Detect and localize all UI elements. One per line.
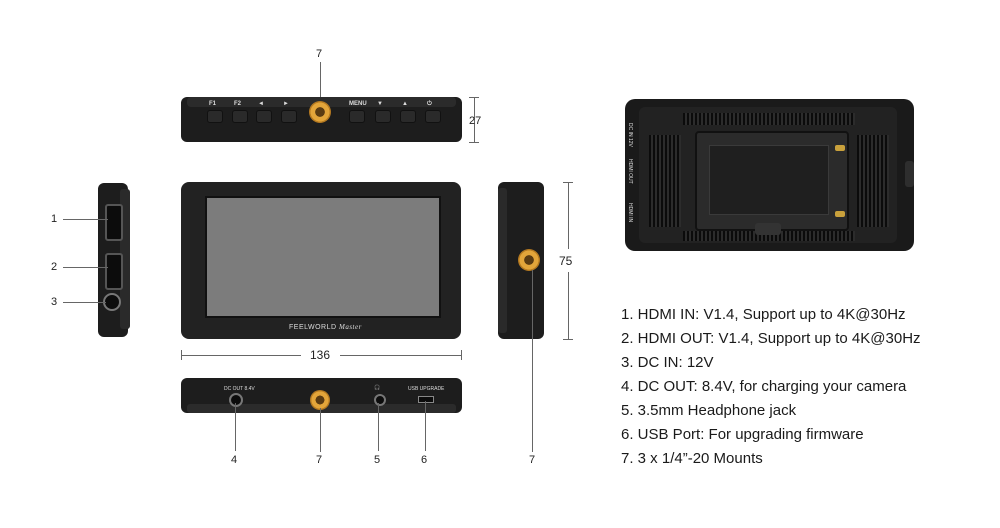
button-label-down: ▼ [377, 101, 383, 107]
battery-contact-top [835, 145, 845, 151]
bottom-vent [683, 231, 855, 241]
button-label-left: ◄ [258, 101, 264, 107]
spec-item: 3. DC IN: 12V [621, 354, 714, 371]
back-dc-in-label: DC IN 12V [627, 123, 633, 147]
top-button-strip: F1 F2 ◄ ► MENU ▼ ▲ ⏻ [201, 99, 449, 127]
spec-item: 6. USB Port: For upgrading firmware [621, 426, 864, 443]
spec-item: 5. 3.5mm Headphone jack [621, 402, 797, 419]
spec-item: 1. HDMI IN: V1.4, Support up to 4K@30Hz [621, 306, 906, 323]
leader-line [532, 270, 533, 452]
right-side-device [498, 182, 544, 339]
leader-line [425, 401, 426, 451]
leader-line [63, 219, 108, 220]
side-mount-hole [518, 249, 540, 271]
battery-plate [695, 131, 849, 231]
model-label: Master [339, 323, 362, 331]
leader-line [63, 267, 108, 268]
battery-contact-bottom [835, 211, 845, 217]
callout-hdmi-out: 2 [51, 261, 58, 273]
back-hdmi-out-label: HDMI OUT [627, 159, 633, 184]
depth-dimension: 75 [559, 254, 573, 268]
leader-line [378, 403, 379, 451]
button-label-menu: MENU [349, 101, 367, 107]
dim-line [340, 355, 461, 356]
screen-logo: FEELWORLD Master [289, 323, 362, 331]
hdmi-out-port [105, 253, 123, 290]
leader-line [320, 62, 321, 106]
top-mount-hole [309, 101, 331, 123]
f2-button[interactable] [232, 110, 248, 123]
menu-button[interactable] [349, 110, 365, 123]
spec-item: 2. HDMI OUT: V1.4, Support up to 4K@30Hz [621, 330, 921, 347]
screen [205, 196, 441, 318]
dim-tick [563, 339, 573, 340]
callout-dc-out: 4 [231, 454, 238, 466]
callout-hdmi-in: 1 [51, 213, 58, 225]
left-side-panel [120, 189, 130, 329]
leader-line [320, 408, 321, 452]
headphone-label: 🎧 [374, 385, 381, 391]
right-vent [857, 135, 889, 227]
hdmi-in-port [105, 204, 123, 241]
left-vent [649, 135, 681, 227]
dim-line [181, 355, 301, 356]
spec-item: 7. 3 x 1/4”-20 Mounts [621, 450, 763, 467]
callout-top-mount: 7 [316, 48, 323, 60]
callout-bottom-mount: 7 [316, 454, 323, 466]
dim-line [568, 182, 569, 249]
back-hdmi-in-label: HDMI IN [627, 203, 633, 223]
top-view-device: F1 F2 ◄ ► MENU ▼ ▲ ⏻ [181, 97, 462, 142]
side-knob[interactable] [905, 161, 914, 187]
front-view-device: FEELWORLD Master [181, 182, 461, 339]
leader-line [63, 302, 106, 303]
button-label-right: ► [283, 101, 289, 107]
down-button[interactable] [375, 110, 391, 123]
brand-label: FEELWORLD [289, 324, 337, 331]
headphone-jack [374, 394, 386, 406]
back-view-device: DC IN 12V HDMI OUT HDMI IN [625, 99, 914, 251]
right-side-panel [498, 188, 507, 333]
power-button[interactable] [425, 110, 441, 123]
battery-slot [709, 145, 829, 215]
usb-port [418, 396, 434, 403]
button-label-f1: F1 [209, 101, 217, 107]
height-dimension: 27 [469, 115, 482, 127]
usb-label: USB UPGRADE [408, 386, 445, 392]
spec-list: 1. HDMI IN: V1.4, Support up to 4K@30Hz … [621, 303, 921, 471]
button-label-power: ⏻ [427, 101, 432, 107]
callout-dc-in: 3 [51, 296, 58, 308]
leader-line [235, 403, 236, 451]
bottom-mount-hole [310, 390, 330, 410]
dc-out-label: DC OUT 8.4V [224, 386, 255, 392]
dim-tick [461, 350, 462, 360]
dim-line [474, 97, 475, 143]
callout-headphone: 5 [374, 454, 381, 466]
spec-item: 4. DC OUT: 8.4V, for charging your camer… [621, 378, 907, 395]
battery-release-latch[interactable] [755, 223, 781, 235]
top-vent [683, 113, 855, 125]
button-label-f2: F2 [234, 101, 242, 107]
dc-out-port [229, 393, 243, 407]
left-button[interactable] [256, 110, 272, 123]
left-side-device [98, 183, 130, 337]
right-button[interactable] [281, 110, 297, 123]
dim-line [568, 272, 569, 339]
callout-side-mount: 7 [529, 454, 536, 466]
callout-usb: 6 [421, 454, 428, 466]
bottom-view-device: DC OUT 8.4V 🎧 USB UPGRADE [181, 378, 462, 413]
button-label-up: ▲ [402, 101, 408, 107]
f1-button[interactable] [207, 110, 223, 123]
width-dimension: 136 [310, 348, 331, 362]
up-button[interactable] [400, 110, 416, 123]
